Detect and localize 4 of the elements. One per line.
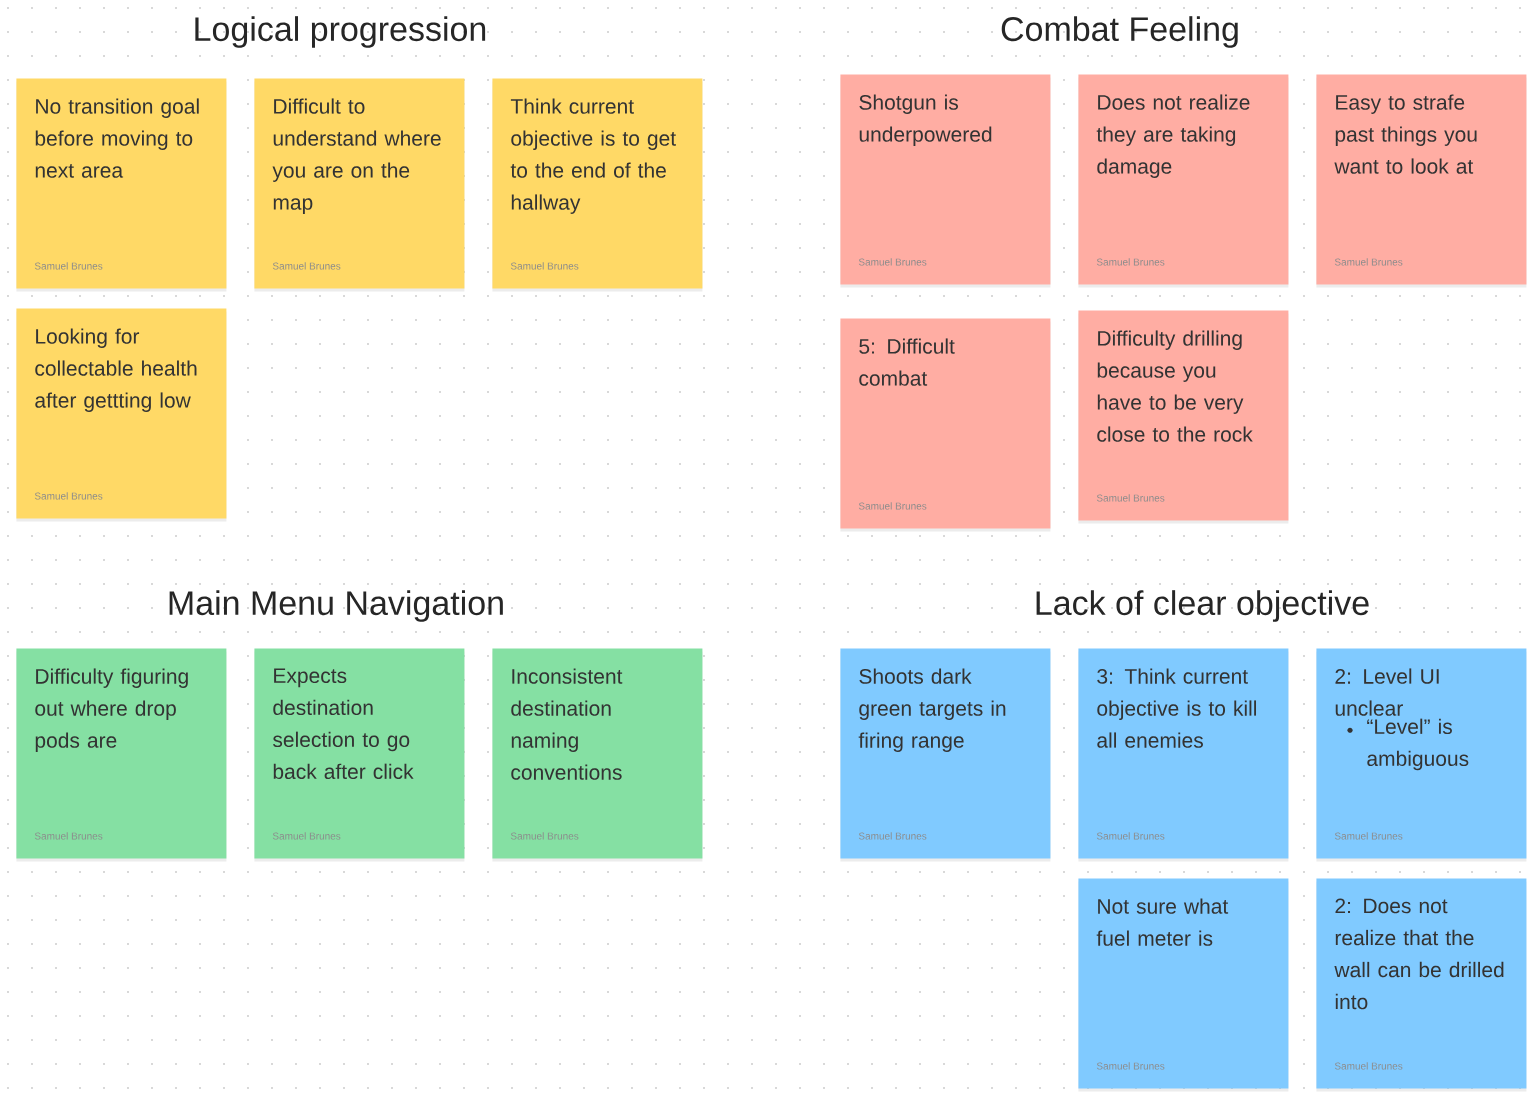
group-heading: Combat Feeling [1001,16,1238,48]
group-heading: Logical progression [195,16,486,48]
group-heading: Lack of clear objective [1036,590,1369,622]
group-heading: Main Menu Navigation [169,590,503,622]
